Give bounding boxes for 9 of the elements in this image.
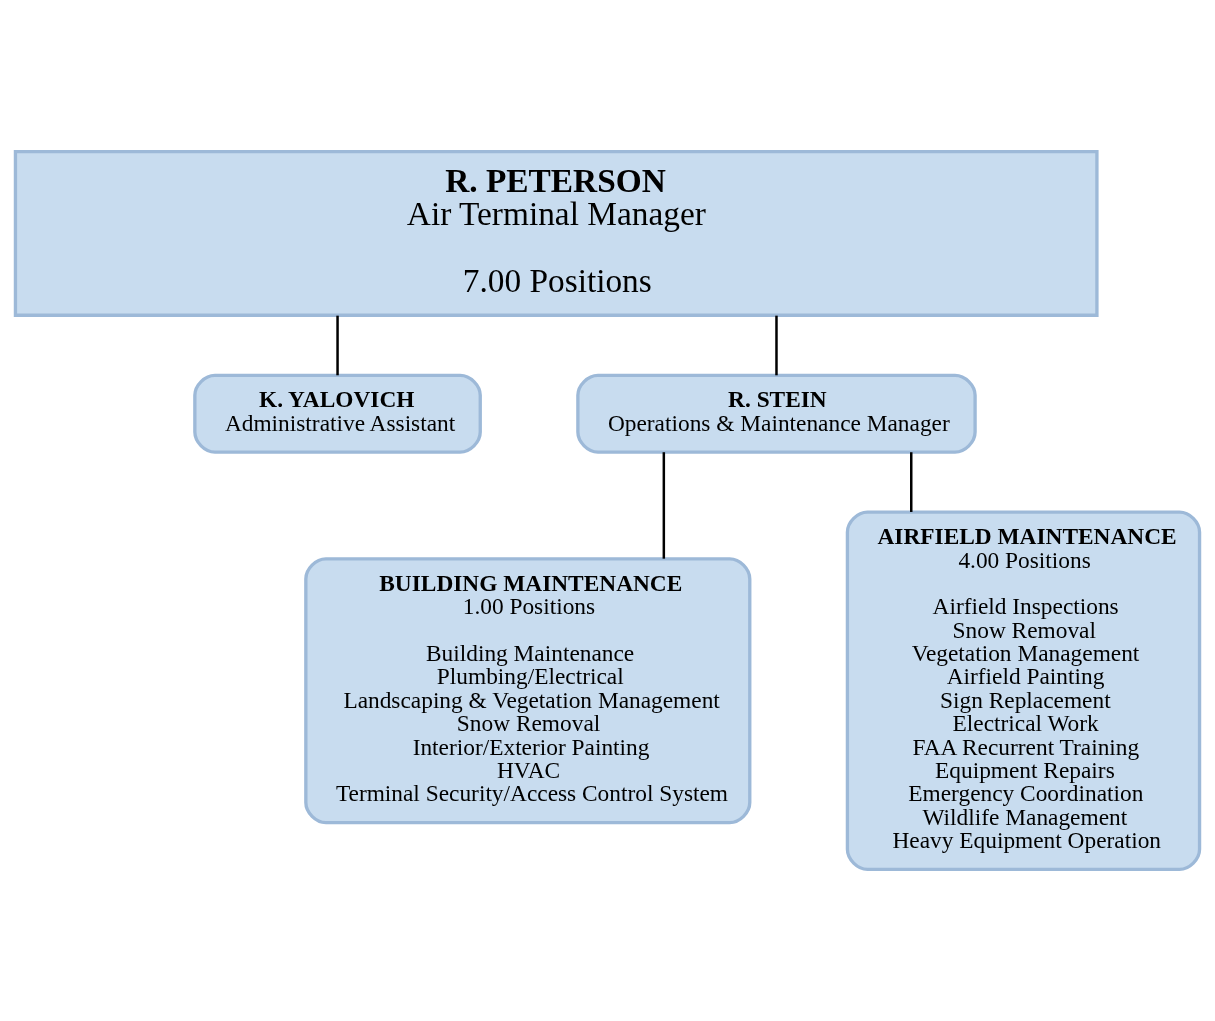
connector bbox=[910, 452, 913, 512]
connector bbox=[775, 315, 778, 376]
connector bbox=[662, 452, 666, 559]
node-box: R. STEIN Operations & Maintenance Manager bbox=[576, 373, 977, 454]
node-box: K. YALOVICH Administrative Assistant bbox=[193, 373, 482, 454]
connector bbox=[336, 315, 339, 376]
node-box: AIRFIELD MAINTENANCE 4.00 Positions Airfield Inspections Snow Removal Vegetation Management Airfield Painting Sign Replacement Electrical Work FAA Recurrent Training Equipment Repairs Emergency Coordination Wildlife Management Heavy Equipment Operation bbox=[845, 510, 1202, 871]
node-box: R. PETERSON Air Terminal Manager 7.00 Positions bbox=[13, 150, 1099, 317]
node-box: BUILDING MAINTENANCE 1.00 Positions Building Maintenance Plumbing/Electrical Landscaping & Vegetation Management Snow Removal Interior/Exterior Painting HVAC Terminal Security/Access Control System bbox=[304, 557, 752, 825]
